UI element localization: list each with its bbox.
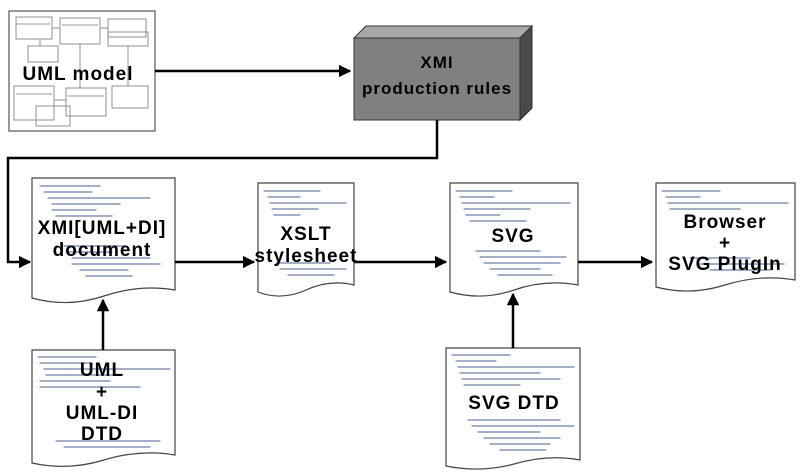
- xmi-rules-label-1: XMI: [420, 53, 453, 72]
- svg-node: SVG: [449, 182, 579, 297]
- xslt-label-1: XSLT: [280, 224, 331, 245]
- connectors: [6, 64, 654, 350]
- svg-dtd-text-lines: [451, 354, 575, 451]
- xmi-document-label-2: document: [53, 240, 152, 261]
- xmi-rules-label-2: production rules: [362, 79, 512, 98]
- uml-dtd-label-3: UML-DI: [66, 403, 138, 424]
- svg-label: SVG: [491, 226, 534, 247]
- browser-label-2: +: [719, 233, 731, 254]
- xmi-document-text-lines: [39, 185, 161, 277]
- uml-model-label: UML model: [22, 64, 133, 85]
- xslt-label-2: stylesheet: [255, 246, 358, 267]
- xmi-document-label-1: XMI[UML+DI]: [38, 218, 167, 239]
- arrow-rules-to-xmi-document: [6, 120, 439, 269]
- svg-text-lines: [455, 190, 571, 276]
- uml-dtd-label-4: DTD: [81, 424, 123, 445]
- svg-dtd-node: SVG DTD: [445, 347, 581, 470]
- uml-model-node: UML model: [8, 10, 156, 132]
- browser-text-lines: [661, 190, 789, 271]
- xslt-text-lines: [263, 190, 347, 276]
- xslt-node: XSLT stylesheet: [255, 182, 358, 297]
- browser-label-1: Browser: [683, 212, 766, 233]
- browser-node: Browser + SVG PlugIn: [655, 182, 796, 292]
- uml-dtd-label-1: UML: [80, 360, 124, 381]
- uml-dtd-text-lines: [37, 356, 171, 448]
- uml-dtd-label-2: +: [96, 382, 108, 403]
- uml-model-frame: [8, 10, 156, 132]
- xmi-document-node: XMI[UML+DI] document: [31, 177, 176, 304]
- xmi-rules-node: XMI production rules: [352, 24, 534, 122]
- uml-dtd-node: UML + UML-DI DTD: [31, 349, 176, 467]
- svg-dtd-label: SVG DTD: [468, 393, 559, 414]
- uml-model-thumbnail: [13, 16, 149, 127]
- browser-label-3: SVG PlugIn: [668, 254, 781, 275]
